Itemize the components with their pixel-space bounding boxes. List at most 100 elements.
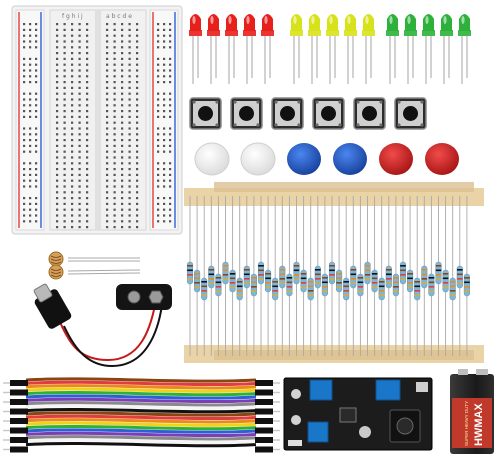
resistor-band: [393, 290, 399, 293]
breadboard-hole: [157, 57, 160, 60]
breadboard-hole: [71, 92, 74, 95]
breadboard-hole: [128, 156, 131, 159]
breadboard-hole: [56, 92, 59, 95]
breadboard-hole: [78, 110, 81, 113]
breadboard-hole: [56, 40, 59, 43]
breadboard-hole: [29, 104, 32, 107]
breadboard-hole: [78, 179, 81, 182]
resistor-band: [315, 269, 321, 271]
breadboard-hole: [29, 57, 32, 60]
breadboard-hole: [71, 57, 74, 60]
breadboard-hole: [128, 179, 131, 182]
breadboard-hole: [163, 75, 166, 78]
breadboard-hole: [63, 133, 66, 136]
breadboard-hole: [169, 197, 172, 200]
switch-cap-red: [379, 143, 413, 175]
breadboard-hole: [163, 168, 166, 171]
jumper-wire: [25, 377, 257, 383]
resistor-band: [421, 269, 428, 271]
breadboard-hole: [35, 197, 38, 200]
breadboard-hole: [78, 86, 81, 89]
led-bulb: [309, 14, 320, 31]
tact-switch-rivet: [256, 123, 260, 127]
breadboard-hole: [121, 133, 124, 136]
breadboard-hole: [106, 28, 109, 31]
resistor-band: [307, 285, 314, 288]
breadboard-hole: [113, 226, 116, 229]
resistor-band: [343, 290, 349, 292]
breadboard-hole: [106, 133, 109, 136]
breadboard-hole: [121, 40, 124, 43]
breadboard-hole: [136, 168, 139, 171]
breadboard-hole: [63, 104, 66, 107]
breadboard-hole: [29, 220, 32, 223]
breadboard-hole: [106, 156, 109, 159]
resistor-band: [449, 285, 456, 288]
breadboard-hole: [157, 197, 160, 200]
jumper-housing: [10, 437, 28, 443]
resistor-band: [293, 274, 300, 276]
tact-switch-button: [362, 106, 377, 121]
breadboard-hole: [23, 104, 26, 107]
breadboard-hole: [86, 75, 89, 78]
tact-switch-rivet: [420, 123, 424, 127]
breadboard-hole: [78, 185, 81, 188]
breadboard-hole: [86, 57, 89, 60]
resistor-band: [194, 282, 200, 284]
breadboard-hole: [71, 23, 74, 26]
breadboard-hole: [23, 185, 26, 188]
breadboard-hole: [157, 92, 160, 95]
breadboard-hole: [113, 168, 116, 171]
breadboard-hole: [106, 150, 109, 153]
breadboard-hole: [106, 104, 109, 107]
breadboard-hole: [29, 144, 32, 147]
resistor-band: [307, 281, 314, 283]
led-bulb: [244, 14, 255, 31]
jumper-housing: [10, 389, 28, 396]
resistor-band: [442, 277, 449, 280]
breadboard-hole: [169, 92, 172, 95]
resistor-band: [244, 278, 250, 280]
dc-plug-cable: [33, 283, 172, 368]
breadboard-hole: [29, 115, 32, 118]
breadboard-hole: [157, 115, 160, 118]
breadboard-hole: [128, 173, 131, 176]
led-bulb: [363, 14, 374, 31]
breadboard-hole: [128, 92, 131, 95]
led-shine: [264, 16, 268, 24]
breadboard-hole: [113, 162, 116, 165]
breadboard-hole: [136, 104, 139, 107]
resistor-band: [272, 294, 278, 297]
breadboard-hole: [63, 81, 66, 84]
breadboard-hole: [157, 34, 160, 37]
breadboard-hole: [23, 162, 26, 165]
breadboard-hole: [71, 34, 74, 37]
breadboard-hole: [71, 191, 74, 194]
breadboard-hole: [106, 98, 109, 101]
resistor-band: [442, 286, 449, 289]
breadboard-hole: [121, 185, 124, 188]
breadboard-hole: [113, 202, 116, 205]
breadboard-hole: [23, 75, 26, 78]
breadboard-hole: [56, 144, 59, 147]
resistor-band: [286, 281, 293, 284]
breadboard-hole: [86, 208, 89, 211]
breadboard-hole: [163, 133, 166, 136]
jumper-housing: [255, 427, 273, 434]
breadboard-hole: [128, 104, 131, 107]
breadboard-hole: [78, 92, 81, 95]
led-flange: [326, 30, 339, 36]
breadboard-hole: [106, 57, 109, 60]
breadboard-hole: [63, 86, 66, 89]
breadboard-hole: [63, 75, 66, 78]
breadboard-hole: [56, 208, 59, 211]
breadboard-hole: [86, 69, 89, 72]
breadboard-hole: [23, 57, 26, 60]
resistor-band: [215, 290, 222, 293]
breadboard-hole: [23, 179, 26, 182]
breadboard-hole: [86, 34, 89, 37]
breadboard-hole: [121, 115, 124, 118]
resistor-band: [442, 273, 449, 275]
breadboard-hole: [23, 23, 26, 26]
